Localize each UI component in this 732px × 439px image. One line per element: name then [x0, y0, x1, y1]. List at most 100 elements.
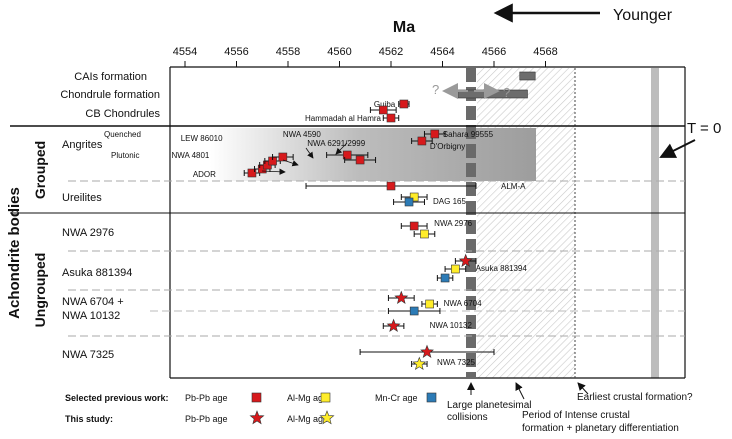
grouped-label: Grouped	[32, 141, 48, 199]
legend-almg-prev-text: Al-Mg age	[287, 393, 328, 403]
t0-arrow	[659, 139, 696, 158]
data-point-label: NWA 4801	[171, 151, 209, 160]
x-tick-label: 4568	[533, 46, 557, 58]
row-label-ureilites: Ureilites	[62, 192, 102, 204]
age-star-marker	[458, 253, 473, 267]
data-point-label: D'Orbigny	[430, 142, 465, 151]
row-label-nwa7325: NWA 7325	[62, 349, 114, 361]
data-point-label: NWA 6704	[444, 299, 482, 308]
data-point: NWA 2976	[400, 219, 473, 231]
svg-text:?: ?	[503, 85, 510, 100]
age-square-marker	[247, 168, 257, 178]
row-label-nwa2976: NWA 2976	[62, 227, 114, 239]
angrite-leader-arrows	[261, 142, 348, 175]
achondrite-bodies-label: Achondrite bodies	[6, 187, 23, 319]
data-point-label: NWA 6291/2999	[307, 139, 366, 148]
age-square-marker	[409, 306, 419, 316]
data-point: D'Orbigny	[411, 136, 465, 151]
data-point	[344, 155, 377, 165]
data-point: NWA 7325	[359, 344, 495, 367]
younger-label: Younger	[613, 7, 673, 24]
row-label-nwa10132: NWA 10132	[62, 310, 120, 322]
data-point-label: LEW 86010	[181, 134, 223, 143]
legend-mncr-text: Mn-Cr age	[375, 393, 418, 403]
age-star-marker	[386, 318, 401, 332]
data-point-label: NWA 7325	[437, 358, 475, 367]
data-point	[400, 192, 428, 202]
age-square-marker	[425, 299, 434, 309]
t0-label: T = 0	[687, 120, 721, 137]
age-square-marker	[404, 197, 414, 207]
age-square-marker	[409, 192, 419, 202]
data-point	[411, 356, 428, 370]
angrites-quenched-label: Quenched	[104, 130, 141, 139]
age-square-marker	[451, 264, 460, 274]
legend-pbpb-this-text: Pb-Pb age	[185, 414, 228, 424]
data-point	[369, 105, 397, 115]
age-square-marker	[386, 181, 396, 191]
bottom-annotations: Large planetesimal collisions Period of …	[447, 382, 693, 434]
data-point: NWA 10132	[382, 318, 473, 332]
data-point-label: NWA 10132	[430, 321, 473, 330]
age-star-marker	[394, 290, 409, 304]
row-label-cb: CB Chondrules	[85, 108, 160, 120]
data-point-label: Sahara 99555	[443, 130, 494, 139]
age-square-marker	[355, 155, 365, 165]
collisions-label-2: collisions	[447, 412, 488, 423]
data-point: ALM-A	[305, 181, 526, 191]
x-tick-label: 4560	[327, 46, 351, 58]
data-point-label: DAG 165	[433, 197, 466, 206]
data-point-label: Hammadah al Hamra	[305, 114, 382, 123]
legend-this-label: This study:	[65, 414, 113, 424]
collisions-label-1: Large planetesimal	[447, 400, 532, 411]
age-square-marker	[420, 229, 429, 239]
legend-almg-prev-square	[320, 392, 331, 403]
age-star-marker	[420, 344, 434, 358]
row-label-cai: CAIs formation	[74, 71, 147, 83]
formation-bar	[519, 71, 536, 81]
legend-almg-this-star	[319, 410, 335, 425]
legend-pbpb-prev-square	[251, 392, 262, 403]
chart-title: Ma	[393, 19, 415, 36]
age-square-marker	[430, 129, 440, 139]
row-labels: CAIs formation Chondrule formation CB Ch…	[60, 71, 160, 361]
data-point: Sahara 99555	[423, 129, 494, 139]
row-label-chondrule: Chondrule formation	[60, 89, 160, 101]
row-label-angrites: Angrites	[62, 139, 103, 151]
age-square-marker	[378, 105, 388, 115]
legend-previous-label: Selected previous work:	[65, 393, 169, 403]
data-point: Hammadah al Hamra	[305, 113, 400, 123]
x-tick-label: 4566	[482, 46, 506, 58]
intense-crustal-period-hatch	[477, 68, 575, 378]
data-point	[387, 306, 441, 316]
x-tick-label: 4562	[379, 46, 403, 58]
age-square-marker	[409, 221, 419, 231]
data-point	[413, 229, 436, 239]
age-square-marker	[417, 136, 427, 146]
period-label-1: Period of Intense crustal	[522, 410, 630, 421]
data-point	[387, 290, 415, 304]
t0-reference-band	[651, 68, 659, 378]
age-square-marker	[399, 99, 409, 109]
age-square-marker	[278, 152, 288, 162]
plot-frame	[169, 66, 686, 379]
x-tick-label: 4564	[430, 46, 454, 58]
row-label-asuka: Asuka 881394	[62, 267, 132, 279]
svg-text:?: ?	[432, 82, 439, 97]
legend-mncr-square	[426, 392, 437, 403]
x-tick-label: 4556	[224, 46, 248, 58]
data-point: NWA 6704	[421, 299, 482, 309]
legend-almg-this-text: Al-Mg age	[287, 414, 328, 424]
data-point	[444, 264, 467, 274]
data-point: NWA 4590	[272, 130, 321, 162]
data-point: Asuka 881394	[454, 253, 528, 273]
data-point-label: Asuka 881394	[476, 264, 528, 273]
legend-pbpb-prev-text: Pb-Pb age	[185, 393, 228, 403]
data-point-label: ADOR	[193, 170, 216, 179]
data-point-label: NWA 2976	[434, 219, 472, 228]
data-point-label: ALM-A	[501, 182, 526, 191]
legend-pbpb-this-star	[249, 410, 265, 425]
